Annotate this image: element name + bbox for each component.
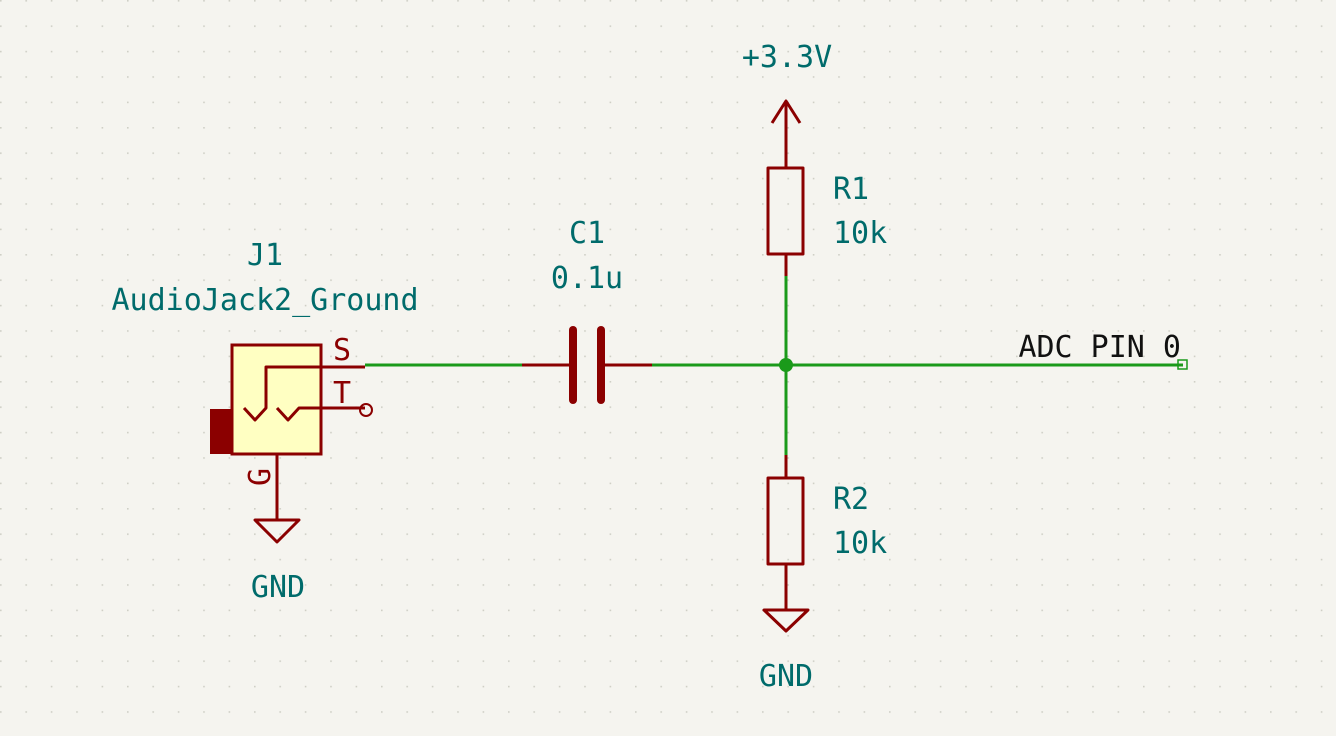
j1-reference: J1 [247, 238, 283, 273]
net-label-adc[interactable]: ADC PIN 0 [1018, 330, 1188, 370]
jack-sleeve-contact [242, 365, 365, 422]
jack-pin-s-label: S [333, 333, 351, 368]
power-arrow-icon [770, 99, 802, 124]
wires [365, 276, 1183, 455]
junction-dot[interactable] [779, 358, 793, 372]
jack-sleeve-block [210, 409, 234, 454]
capacitor-c1[interactable] [522, 326, 652, 404]
net-label-text: ADC PIN 0 [1018, 330, 1181, 365]
jack-tip-pin-end[interactable] [359, 403, 373, 417]
power-symbol-vcc[interactable] [770, 99, 802, 168]
ground-icon [253, 518, 301, 544]
r1-reference: R1 [833, 172, 869, 207]
c1-reference: C1 [569, 216, 605, 251]
jack-pin-t-label: T [333, 376, 351, 411]
r1-value: 10k [833, 216, 887, 251]
resistor-r1[interactable] [766, 166, 805, 276]
c1-value: 0.1u [551, 261, 623, 296]
ground-icon [762, 608, 810, 633]
net-label-anchor-icon [1177, 359, 1188, 370]
jack-body [230, 343, 323, 456]
gnd-symbol-r2[interactable] [762, 608, 810, 633]
gnd-label-jack: GND [251, 570, 305, 605]
jack-tip-contact [275, 406, 365, 422]
j1-value: AudioJack2_Ground [111, 283, 418, 318]
vcc-label: +3.3V [742, 40, 832, 75]
r2-value: 10k [833, 526, 887, 561]
r2-reference: R2 [833, 482, 869, 517]
gnd-symbol-jack[interactable] [253, 518, 301, 544]
gnd-label-r2: GND [759, 659, 813, 694]
audio-jack-j1[interactable]: S T G [210, 333, 373, 520]
resistor-r2[interactable] [766, 455, 805, 610]
jack-pin-g-label: G [243, 468, 278, 486]
